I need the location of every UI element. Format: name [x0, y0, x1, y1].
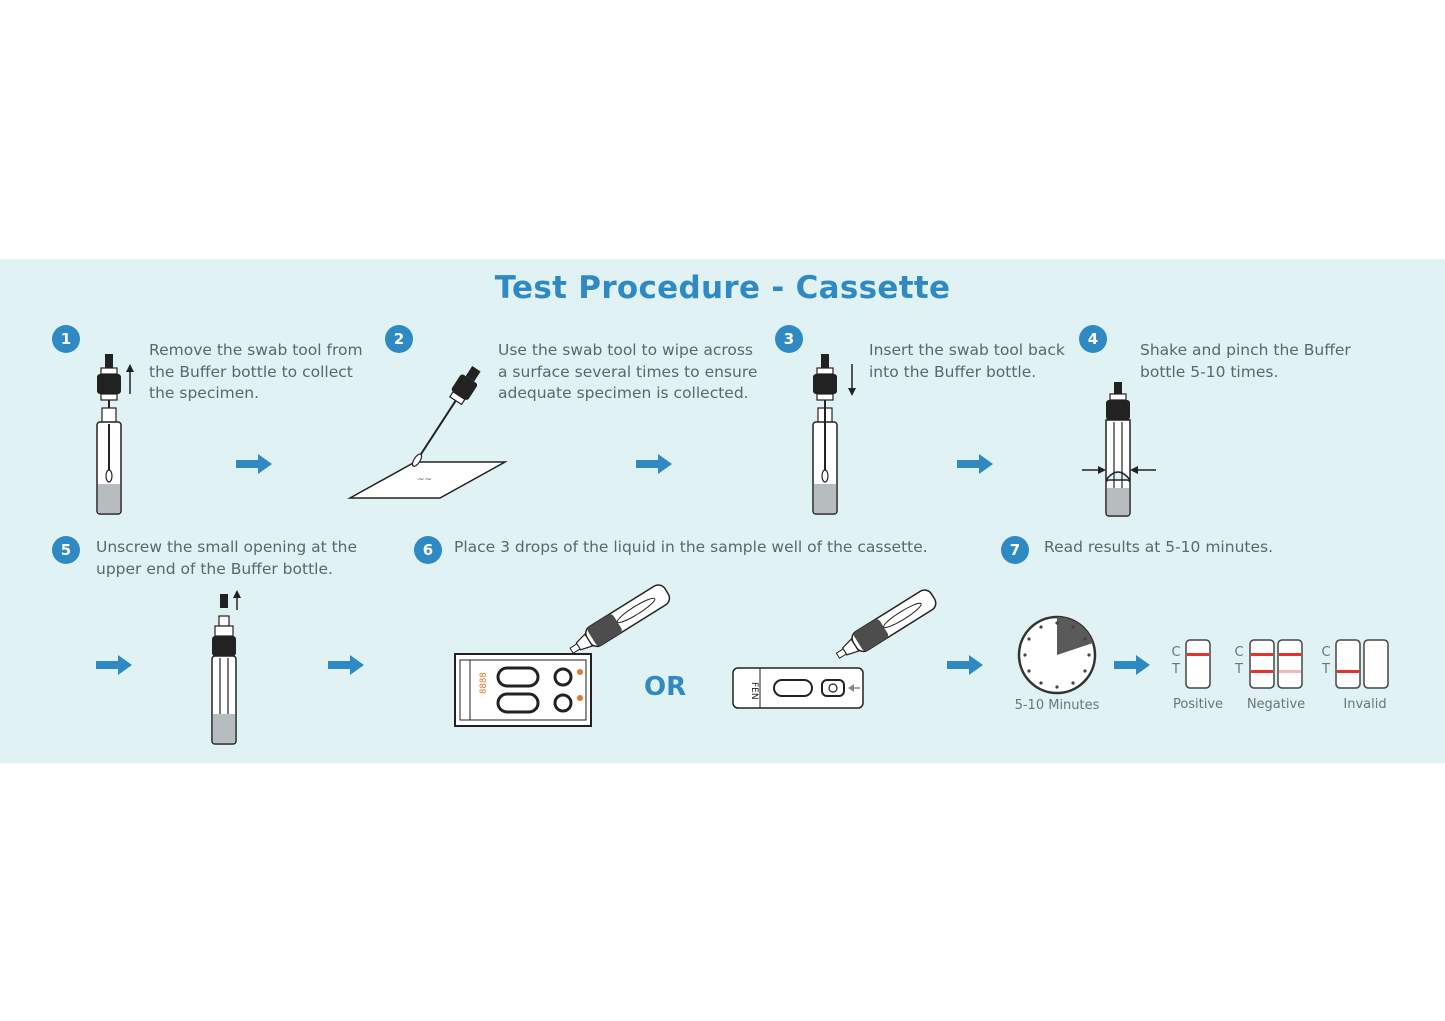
- step-2-badge: 2: [385, 325, 413, 353]
- step-4-badge: 4: [1079, 325, 1107, 353]
- invalid-label: Invalid: [1343, 697, 1387, 712]
- buffer-bottle-icon: [812, 354, 856, 515]
- timer-label: 5-10 Minutes: [1014, 698, 1100, 713]
- step-1-badge: 1: [52, 325, 80, 353]
- step-6-text: Place 3 drops of the liquid in the sampl…: [454, 538, 928, 556]
- step-7-text: Read results at 5-10 minutes.: [1044, 538, 1274, 556]
- negative-label: Negative: [1246, 697, 1306, 712]
- arrow-right-icon: [328, 655, 364, 675]
- step-4-text: Shake and pinch the Buffer bottle 5-10 t…: [1140, 341, 1351, 381]
- step-3-text: Insert the swab tool back into the Buffe…: [869, 341, 1065, 381]
- t-label-negative: T: [1235, 662, 1243, 677]
- arrow-right-icon: [96, 655, 132, 675]
- cassette-icon: 8888: [454, 584, 671, 727]
- arrow-right-icon: [1114, 655, 1150, 675]
- step-3-badge: 3: [775, 325, 803, 353]
- positive-label: Positive: [1172, 697, 1224, 712]
- arrow-right-icon: [957, 454, 993, 474]
- c-label-positive: C: [1171, 645, 1181, 660]
- buffer-bottle-icon: [211, 590, 241, 745]
- step-7-badge: 7: [1001, 536, 1029, 564]
- t-label-positive: T: [1172, 662, 1180, 677]
- arrow-right-icon: [636, 454, 672, 474]
- arrow-right-icon: [236, 454, 272, 474]
- step-5-text: Unscrew the small opening at the upper e…: [96, 538, 358, 578]
- c-label-negative: C: [1234, 645, 1244, 660]
- result-strips: [1185, 639, 1389, 689]
- buffer-bottle-icon: [1082, 382, 1156, 517]
- step-1-text: Remove the swab tool from the Buffer bot…: [149, 341, 363, 402]
- svg-text:8888: 8888: [479, 672, 489, 694]
- buffer-bottle-icon: [96, 354, 134, 515]
- svg-text:~~: ~~: [417, 475, 432, 485]
- cassette-icon: FEN: [732, 589, 937, 709]
- step-2-text: Use the swab tool to wipe across a surfa…: [498, 341, 758, 402]
- t-label-invalid: T: [1322, 662, 1330, 677]
- swab-tool-icon: ~~: [347, 366, 508, 499]
- page-title: Test Procedure - Cassette: [494, 270, 951, 306]
- or-label: OR: [644, 672, 687, 702]
- step-6-badge: 6: [414, 536, 442, 564]
- c-label-invalid: C: [1321, 645, 1331, 660]
- step-5-badge: 5: [52, 536, 80, 564]
- svg-text:FEN: FEN: [749, 682, 759, 700]
- arrow-right-icon: [947, 655, 983, 675]
- timer-icon: [1017, 615, 1097, 695]
